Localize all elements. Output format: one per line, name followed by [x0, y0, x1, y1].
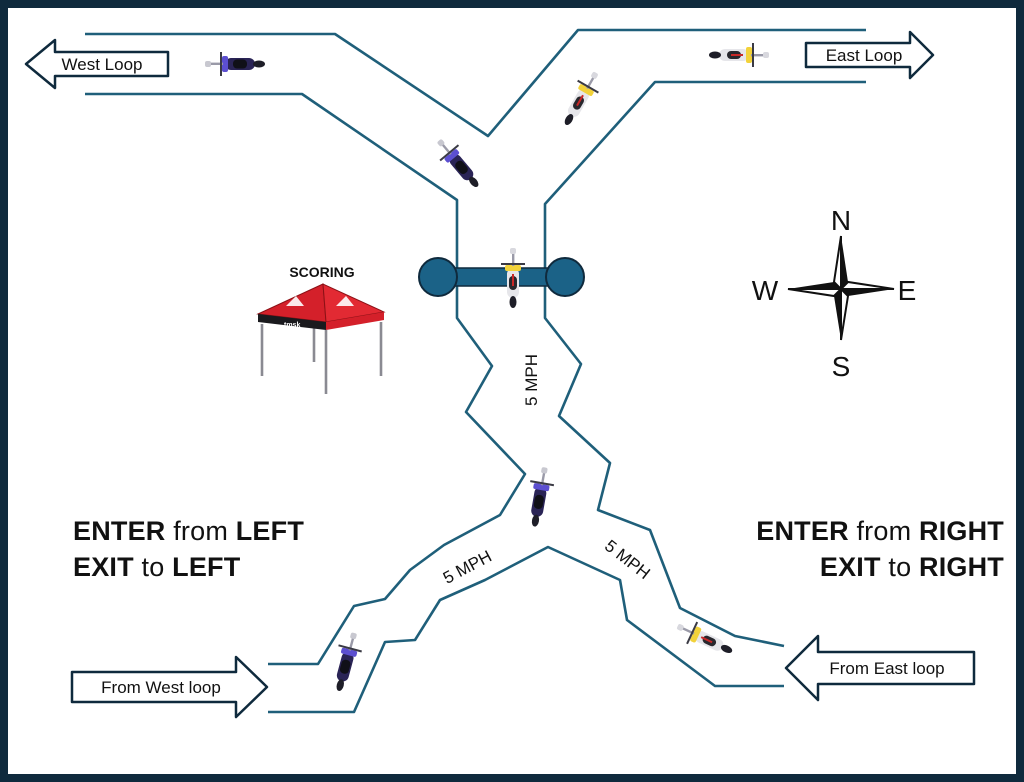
compass-rose: N S W E: [752, 205, 917, 382]
motorcycle-icon: [204, 51, 266, 77]
right-line2-verb: EXIT: [819, 552, 881, 582]
from-west-arrow: From West loop: [70, 655, 269, 719]
motorcycle-icon: [708, 42, 770, 68]
left-line1-prep: from: [173, 516, 229, 546]
motorcycle-icon: [428, 131, 488, 196]
left-line1-verb: ENTER: [73, 516, 166, 546]
west-loop-arrow: West Loop: [24, 38, 170, 90]
from-east-arrow: From East loop: [784, 634, 976, 702]
tent-brand-text: tmsk: [284, 322, 300, 329]
left-line2-side: LEFT: [172, 552, 241, 582]
left-line2-prep: to: [141, 552, 165, 582]
right-line1-side: RIGHT: [919, 516, 1004, 546]
compass-n: N: [831, 205, 851, 236]
right-instructions: ENTER from RIGHT EXIT to RIGHT: [756, 513, 1004, 585]
right-line2-side: RIGHT: [919, 552, 1004, 582]
speed-label-left: 5 MPH: [440, 547, 495, 588]
track-edge-east-inner: [543, 80, 866, 648]
compass-w: W: [752, 275, 779, 306]
right-line2-prep: to: [888, 552, 912, 582]
track-lines: [85, 28, 866, 714]
west-loop-label: West Loop: [62, 55, 143, 74]
track-edge-west-inner: [85, 92, 527, 666]
scoring-tent: SCORING tmsk: [256, 264, 386, 394]
from-west-label: From West loop: [101, 678, 221, 697]
right-line1-prep: from: [856, 516, 912, 546]
scoring-gate: [418, 257, 585, 297]
track-edge-south-outer-left: [268, 545, 784, 714]
left-line1-side: LEFT: [235, 516, 305, 546]
speed-label-center: 5 MPH: [522, 354, 541, 406]
right-line1-verb: ENTER: [756, 516, 849, 546]
motorcycle-icon: [554, 65, 608, 132]
motorcycle-icon: [521, 464, 558, 530]
left-instructions: ENTER from LEFT EXIT to LEFT: [73, 513, 304, 585]
track-edge-north-top: [85, 28, 866, 138]
east-loop-label: East Loop: [826, 46, 903, 65]
east-loop-arrow: East Loop: [804, 30, 935, 80]
from-east-label: From East loop: [829, 659, 944, 678]
motorcycle-icon: [671, 614, 739, 664]
left-line2-verb: EXIT: [73, 552, 134, 582]
compass-e: E: [898, 275, 917, 306]
compass-s: S: [832, 351, 851, 382]
scoring-label: SCORING: [289, 264, 354, 280]
